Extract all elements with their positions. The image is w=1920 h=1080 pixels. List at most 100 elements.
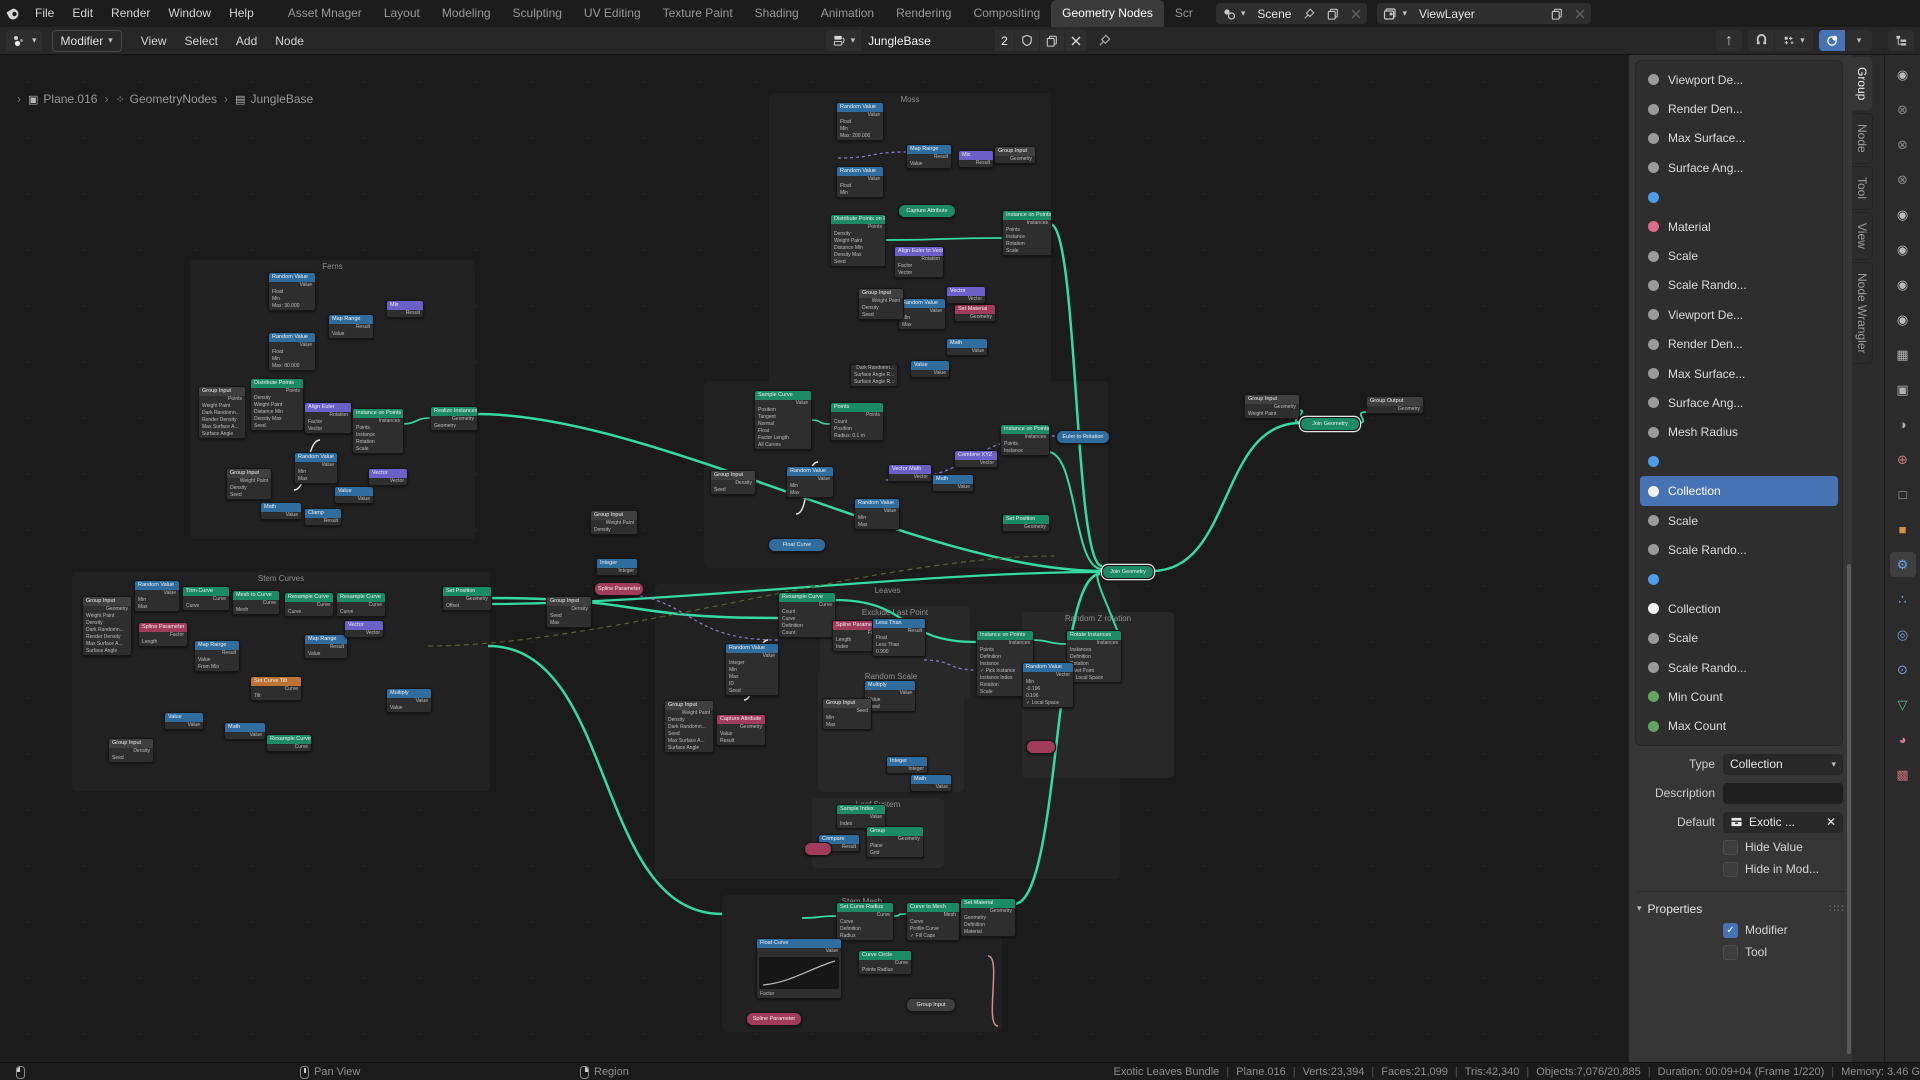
node-euler-to-rotation[interactable]: Euler to Rotation	[1056, 430, 1110, 444]
nodetree-name-field[interactable]: JungleBase	[862, 30, 995, 51]
workspace-tab-layout[interactable]: Layout	[383, 6, 420, 20]
type-dropdown[interactable]: Collection ▾	[1723, 753, 1843, 775]
panel-grip-icon[interactable]: ∷∷	[1829, 903, 1845, 916]
breadcrumb-item[interactable]: GeometryNodes	[129, 92, 218, 106]
sidebar-tab-tool[interactable]: Tool	[1852, 166, 1873, 211]
workspace-tab-scr[interactable]: Scr	[1174, 6, 1193, 20]
particles-icon[interactable]: ∴	[1898, 591, 1907, 607]
socket-list-item-scale[interactable]: Scale	[1640, 506, 1838, 535]
scene-selector[interactable]: ▾ Scene	[1215, 3, 1368, 24]
checkbox-row-hide-in-mod-[interactable]: Hide in Mod...	[1723, 861, 1843, 877]
render-camera-icon[interactable]: ◉	[1896, 206, 1909, 222]
viewlayer-selector[interactable]: ▾ ViewLayer	[1377, 3, 1591, 24]
node[interactable]	[804, 842, 832, 856]
node-editor-canvas[interactable]: ›▣Plane.016›⁘GeometryNodes›▤JungleBase F…	[0, 54, 1920, 1062]
node-spline-parameter[interactable]: Spline Parameter	[594, 582, 644, 596]
scene-icon[interactable]: ▾	[1216, 3, 1252, 24]
editor-menu-view[interactable]: View	[140, 33, 167, 48]
editor-menu-select[interactable]: Select	[184, 33, 218, 48]
socket-list-item[interactable]	[1640, 447, 1838, 476]
menu-render[interactable]: Render	[111, 6, 151, 20]
node[interactable]: Dark Randomn...Surface Angle R...Surface…	[850, 364, 898, 387]
socket-list-item-scale-rando-[interactable]: Scale Rando...	[1640, 535, 1838, 564]
go-to-parent-button[interactable]: ↑	[1716, 30, 1742, 51]
checkbox[interactable]	[1723, 861, 1738, 877]
socket-list-item-max-surface-[interactable]: Max Surface...	[1640, 359, 1838, 388]
checkbox-row-hide-value[interactable]: Hide Value	[1723, 839, 1843, 855]
socket-list-item[interactable]	[1640, 183, 1838, 212]
socket-list-item-min-count[interactable]: Min Count	[1640, 682, 1838, 711]
node-group-input[interactable]: Group Input	[906, 998, 956, 1012]
copy-icon[interactable]	[1321, 3, 1345, 24]
texture-icon[interactable]: ▩	[1896, 766, 1909, 782]
checkbox[interactable]: ✓	[1723, 922, 1738, 938]
overlays-toggle[interactable]	[1819, 30, 1845, 51]
checkbox-row-tool[interactable]: Tool	[1723, 944, 1843, 960]
workspace-tab-rendering[interactable]: Rendering	[896, 6, 952, 20]
render-camera-icon[interactable]: ◉	[1896, 311, 1909, 327]
node-float-curve[interactable]: Float Curve	[768, 538, 826, 552]
socket-list-item-scale[interactable]: Scale	[1640, 241, 1838, 270]
default-collection-field[interactable]: Exotic ... ✕	[1723, 811, 1843, 833]
constraints-icon[interactable]: ⊙	[1897, 661, 1908, 677]
socket-list-item-scale-rando-[interactable]: Scale Rando...	[1640, 653, 1838, 682]
sidebar-tab-group[interactable]: Group	[1852, 56, 1873, 112]
workspace-tab-modeling[interactable]: Modeling	[441, 6, 491, 20]
properties-panel-header[interactable]: ▾ Properties ∷∷	[1637, 890, 1845, 916]
modifier-wrench-icon[interactable]: ⚙	[1889, 552, 1916, 577]
menu-window[interactable]: Window	[168, 6, 212, 20]
overlays-dropdown[interactable]: ▾	[1846, 30, 1872, 51]
socket-list-item-max-surface-[interactable]: Max Surface...	[1640, 124, 1838, 153]
workspace-tab-compositing[interactable]: Compositing	[973, 6, 1041, 20]
render-camera-icon[interactable]: ◉	[1896, 276, 1909, 292]
socket-list-item-render-den-[interactable]: Render Den...	[1640, 94, 1838, 123]
scene-icon[interactable]: ◑	[1898, 417, 1907, 432]
workspace-tab-sculpting[interactable]: Sculpting	[512, 6, 562, 20]
workspace-tab-animation[interactable]: Animation	[820, 6, 875, 20]
object-data-icon[interactable]: ▽	[1897, 696, 1908, 712]
socket-list-item-surface-ang-[interactable]: Surface Ang...	[1640, 153, 1838, 182]
copy-icon[interactable]	[1545, 3, 1569, 24]
object-icon[interactable]: ■	[1898, 522, 1907, 537]
editor-menu-node[interactable]: Node	[275, 33, 304, 48]
workspace-tab-geometry-nodes[interactable]: Geometry Nodes	[1051, 0, 1164, 27]
socket-list-item-viewport-de-[interactable]: Viewport De...	[1640, 65, 1838, 94]
workspace-tab-shading[interactable]: Shading	[754, 6, 799, 20]
fake-user-shield-icon[interactable]	[1014, 30, 1039, 51]
viewlayer-name[interactable]: ViewLayer	[1418, 6, 1475, 21]
